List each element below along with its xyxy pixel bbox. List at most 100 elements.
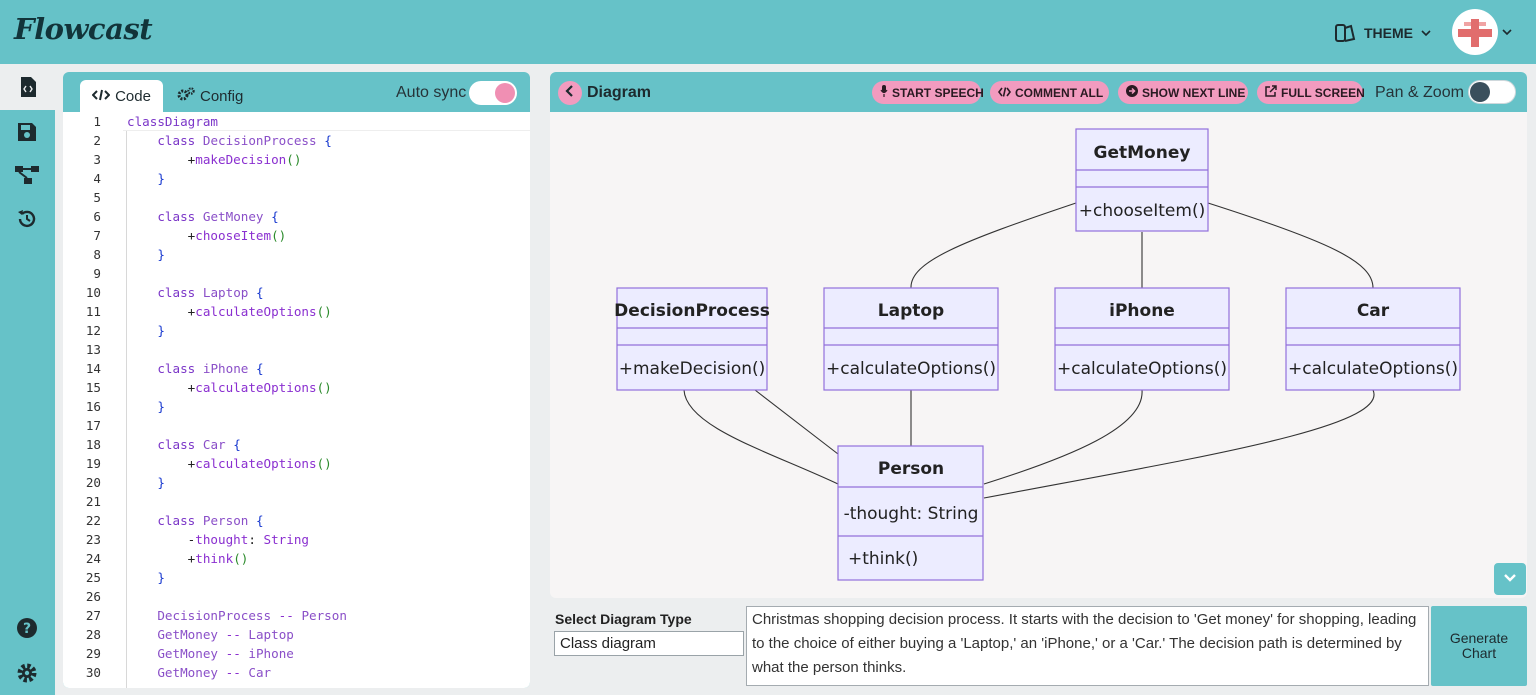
comment-all-button[interactable]: COMMENT ALL xyxy=(990,81,1109,104)
line-number: 11 xyxy=(85,304,101,319)
class-method: +calculateOptions() xyxy=(1057,359,1227,379)
class-method: +makeDecision() xyxy=(619,359,766,379)
code-line[interactable]: 22 class Person { xyxy=(63,511,530,530)
code-brackets-icon xyxy=(91,88,111,105)
settings-gear-icon[interactable] xyxy=(14,660,40,686)
code-line[interactable]: 12 } xyxy=(63,321,530,340)
class-name: GetMoney xyxy=(1094,143,1191,163)
class-iphone[interactable]: iPhone +calculateOptions() xyxy=(1054,287,1230,391)
code-line[interactable]: 27 DecisionProcess -- Person xyxy=(63,606,530,625)
pan-zoom-toggle[interactable] xyxy=(1468,80,1516,104)
code-line[interactable]: 26 xyxy=(63,587,530,606)
diagram-header: Diagram START SPEECH COMMENT ALL SHOW NE… xyxy=(550,72,1527,112)
code-text: -thought: String xyxy=(187,532,310,547)
code-line[interactable]: 15 +calculateOptions() xyxy=(63,378,530,397)
history-icon[interactable] xyxy=(14,206,40,232)
class-method: +chooseItem() xyxy=(1079,201,1205,221)
line-number: 23 xyxy=(85,532,101,547)
code-line[interactable]: 25 } xyxy=(63,568,530,587)
class-laptop[interactable]: Laptop +calculateOptions() xyxy=(823,287,999,391)
auto-sync-toggle[interactable] xyxy=(469,81,517,105)
line-number: 17 xyxy=(85,418,101,433)
show-next-line-button[interactable]: SHOW NEXT LINE xyxy=(1118,81,1248,104)
line-number: 12 xyxy=(85,323,101,338)
code-line[interactable]: 2 class DecisionProcess { xyxy=(63,131,530,150)
code-line[interactable]: 30 GetMoney -- Car xyxy=(63,663,530,682)
code-line[interactable]: 8 } xyxy=(63,245,530,264)
save-icon[interactable] xyxy=(14,119,40,145)
code-line[interactable]: 16 } xyxy=(63,397,530,416)
class-method: +think() xyxy=(848,549,918,569)
code-line[interactable]: 3 +makeDecision() xyxy=(63,150,530,169)
class-name: Laptop xyxy=(878,301,944,321)
line-number: 15 xyxy=(85,380,101,395)
code-line[interactable]: 11 +calculateOptions() xyxy=(63,302,530,321)
auto-sync-label: Auto sync xyxy=(396,84,467,101)
line-number: 7 xyxy=(93,228,101,243)
code-line[interactable]: 9 xyxy=(63,264,530,283)
code-line[interactable]: 6 class GetMoney { xyxy=(63,207,530,226)
help-icon[interactable]: ? xyxy=(14,615,40,641)
description-textarea[interactable]: Christmas shopping decision process. It … xyxy=(746,606,1429,686)
code-line[interactable]: 14 class iPhone { xyxy=(63,359,530,378)
svg-text:?: ? xyxy=(23,621,31,637)
code-text: GetMoney -- Laptop xyxy=(157,627,294,642)
tab-code[interactable]: Code xyxy=(80,80,163,112)
user-menu[interactable] xyxy=(1452,9,1512,55)
code-line[interactable]: 13 xyxy=(63,340,530,359)
code-line[interactable]: 10 class Laptop { xyxy=(63,283,530,302)
active-line-highlight xyxy=(123,112,530,131)
diagram-tree-icon[interactable] xyxy=(14,162,40,188)
line-number: 13 xyxy=(85,342,101,357)
class-person[interactable]: Person -thought: String +think() xyxy=(837,445,984,581)
start-speech-button[interactable]: START SPEECH xyxy=(872,81,984,104)
code-line[interactable]: 21 xyxy=(63,492,530,511)
class-name: iPhone xyxy=(1109,301,1175,321)
diagram-type-input[interactable] xyxy=(554,631,744,656)
code-line[interactable]: 29 GetMoney -- iPhone xyxy=(63,644,530,663)
chart-label: Chart xyxy=(1461,645,1497,661)
line-number: 24 xyxy=(85,551,101,566)
code-file-icon[interactable] xyxy=(0,64,55,110)
code-text: class iPhone { xyxy=(157,361,264,376)
tab-config[interactable]: Config xyxy=(177,80,243,112)
chevron-down-icon xyxy=(1421,29,1431,37)
line-number: 30 xyxy=(85,665,101,680)
scroll-down-button[interactable] xyxy=(1494,563,1526,595)
line-number: 21 xyxy=(85,494,101,509)
tab-code-label: Code xyxy=(115,87,151,105)
class-decisionprocess[interactable]: DecisionProcess +makeDecision() xyxy=(614,287,770,391)
theme-button[interactable]: THEME xyxy=(1334,20,1431,46)
code-line[interactable]: 23 -thought: String xyxy=(63,530,530,549)
generate-label: Generate xyxy=(1449,630,1509,646)
line-number: 8 xyxy=(93,247,101,262)
code-line[interactable]: 18 class Car { xyxy=(63,435,530,454)
code-line[interactable]: 19 +calculateOptions() xyxy=(63,454,530,473)
class-name: Car xyxy=(1357,301,1390,321)
code-line[interactable]: 24 +think() xyxy=(63,549,530,568)
class-diagram[interactable]: GetMoney +chooseItem() DecisionProcess +… xyxy=(550,112,1527,598)
code-line[interactable]: 7 +chooseItem() xyxy=(63,226,530,245)
code-text: +calculateOptions() xyxy=(187,304,332,319)
code-line[interactable]: 4 } xyxy=(63,169,530,188)
class-car[interactable]: Car +calculateOptions() xyxy=(1285,287,1461,391)
code-line[interactable]: 5 xyxy=(63,188,530,207)
code-text: GetMoney -- Car xyxy=(157,665,272,680)
code-text: } xyxy=(157,475,165,490)
class-method: +calculateOptions() xyxy=(826,359,996,379)
code-text: GetMoney -- iPhone xyxy=(157,646,294,661)
full-screen-button[interactable]: FULL SCREEN xyxy=(1257,81,1365,104)
code-text: } xyxy=(157,399,165,414)
class-getmoney[interactable]: GetMoney +chooseItem() xyxy=(1075,128,1209,232)
code-line[interactable]: 17 xyxy=(63,416,530,435)
app-logo[interactable]: Flowcast xyxy=(14,12,153,46)
line-number: 19 xyxy=(85,456,101,471)
line-number: 27 xyxy=(85,608,101,623)
collapse-panel-button[interactable] xyxy=(558,81,582,105)
code-line[interactable]: 20 } xyxy=(63,473,530,492)
chevron-down-icon xyxy=(1503,570,1517,588)
code-line[interactable]: 28 GetMoney -- Laptop xyxy=(63,625,530,644)
generate-chart-button[interactable]: Generate Chart xyxy=(1431,606,1527,686)
